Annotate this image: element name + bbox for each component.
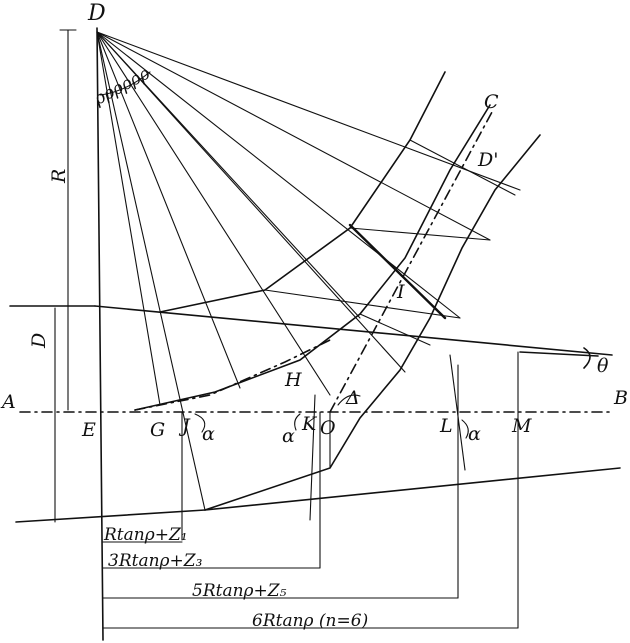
label-alpha-k: α [282, 425, 295, 447]
lower-wall-right [204, 467, 621, 511]
d-prime-line-1 [409, 139, 516, 196]
label-point-j: J [178, 415, 191, 437]
d-prime-line-2 [349, 227, 491, 241]
label-alpha-j: α [202, 423, 215, 445]
alpha-arc-l [461, 419, 469, 439]
label-dim-4: 6Rtanρ (n=6) [252, 611, 368, 631]
label-alpha-l: α [468, 423, 481, 445]
lower-wall-left [15, 509, 206, 523]
label-theta: θ [597, 355, 609, 377]
label-dim-2: 3Rtanρ+Z₃ [108, 551, 203, 571]
label-point-k: K [301, 413, 318, 435]
cross-line-3 [264, 289, 461, 319]
middle-bend-polygon [134, 104, 491, 411]
label-d-width: D [28, 333, 50, 349]
label-point-b: B [613, 387, 628, 409]
label-point-c: C [484, 91, 499, 113]
theta-arrowhead [583, 347, 591, 369]
theta-arrow [519, 351, 599, 357]
label-point-l: L [439, 415, 453, 437]
upper-wall [94, 305, 613, 356]
label-point-d: D [87, 1, 106, 26]
curve-through-h [134, 339, 331, 411]
label-r: R [48, 169, 70, 184]
label-delta: Δ [345, 387, 360, 409]
rho-arc [99, 71, 151, 96]
label-point-a: A [0, 391, 16, 413]
alpha-arc-j [194, 413, 206, 433]
inner-bend-polygon [204, 134, 541, 511]
label-point-i: I [396, 281, 405, 303]
radial-lines [96, 31, 521, 511]
label-dim-1: Rtanρ+Z₁ [103, 525, 188, 545]
alpha-arc-k [294, 413, 301, 431]
normal-at-i [348, 223, 447, 320]
delta-arc [337, 394, 361, 406]
label-point-e: E [81, 419, 96, 441]
slanted-line-l [449, 354, 466, 471]
label-point-d-prime: D' [477, 149, 498, 171]
label-point-m: M [511, 415, 532, 437]
bend-centerline [329, 111, 493, 413]
label-point-g: G [150, 419, 165, 441]
label-dim-3: 5Rtanρ+Z₅ [192, 581, 287, 601]
cross-line-4 [359, 313, 431, 346]
label-point-o: O [320, 417, 336, 439]
label-point-h: H [284, 369, 302, 391]
vertical-axis-de [96, 27, 104, 641]
slanted-line-k [309, 394, 316, 521]
